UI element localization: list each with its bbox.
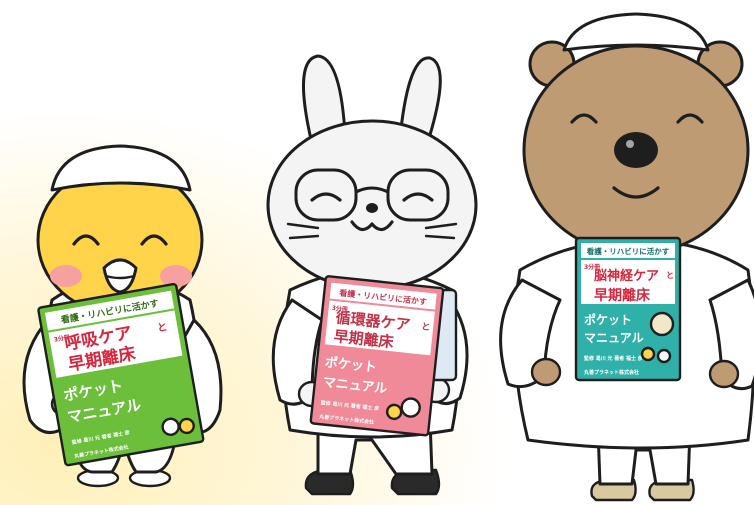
book-circulatory-badge: 3分冊: [331, 304, 348, 314]
bear-head: [522, 12, 750, 256]
book-respiratory-title-small: と: [156, 321, 168, 335]
book-neuro-title-small: と: [666, 271, 674, 280]
book-neuro-title-1: 脳神経ケア: [594, 268, 659, 284]
book-circulatory-title-small: と: [421, 321, 431, 333]
chick-cheek-right: [160, 265, 192, 287]
book-circulatory-care: 看護・リハビリに活かす 3分冊 循環器ケア と 早期離床 ポケット マニュアル …: [309, 275, 445, 437]
book-neuro-title-2: 早期離床: [594, 287, 651, 304]
chick-beak: [102, 258, 138, 294]
book-circulatory-subtitle-1: ポケット: [324, 354, 377, 375]
book-neuro-subtitle-1: ポケット: [584, 312, 632, 327]
book-neuro-editors: 監修 曷川 元 著者 福士 彦: [584, 355, 643, 362]
chick-nurse-cap: [50, 144, 192, 192]
book-respiratory-care: 看護・リハビリに活かす 3分冊 呼吸ケア と 早期離床 ポケット マニュアル 監…: [37, 282, 205, 467]
book-neuro-top-line: 看護・リハビリに活かす: [586, 246, 670, 256]
book-neuro-care: 看護・リハビリに活かす 3分冊 脳神経ケア と 早期離床 ポケット マニュアル …: [574, 236, 682, 382]
book-circulatory-subtitle-2: マニュアル: [322, 375, 388, 397]
book-neuro-publisher: 丸善プラネット株式会社: [583, 369, 639, 376]
glasses-icon: [294, 168, 450, 222]
book-respiratory-badge: 3分冊: [53, 333, 70, 344]
rabbit-head: [266, 119, 478, 291]
chick-head: [36, 144, 204, 316]
bear-nurse-cap: [562, 12, 710, 52]
book-neuro-badge: 3分冊: [584, 263, 600, 271]
chick-cheek-left: [50, 265, 82, 287]
rabbit-shoes: [304, 468, 441, 496]
book-neuro-subtitle-2: マニュアル: [584, 331, 644, 345]
